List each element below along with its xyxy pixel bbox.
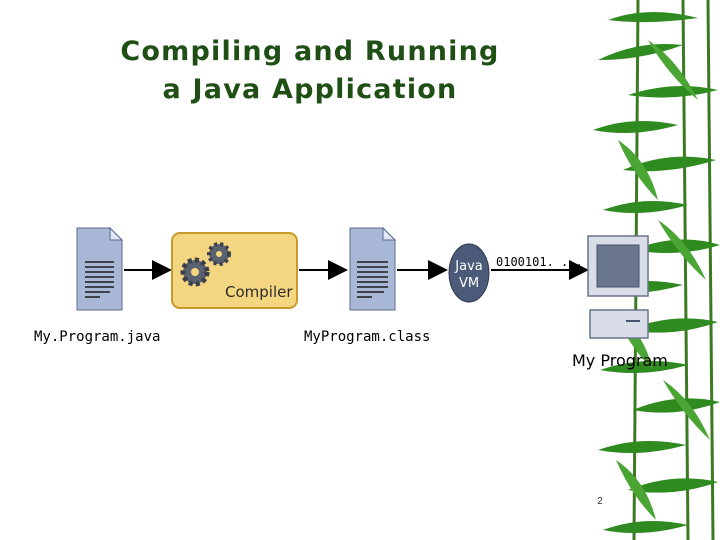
jvm-node: Java VM bbox=[448, 243, 490, 303]
page-number: 2 bbox=[597, 496, 603, 507]
compiler-box: Compiler bbox=[171, 232, 298, 309]
bamboo-decoration bbox=[593, 0, 720, 540]
source-document-icon bbox=[76, 226, 124, 311]
compiler-label: Compiler bbox=[225, 283, 293, 301]
source-file-label: My.Program.java bbox=[34, 329, 160, 345]
jvm-label-line1: Java bbox=[454, 259, 482, 274]
class-document-icon bbox=[349, 226, 397, 311]
title-line-2: a Java Application bbox=[162, 74, 458, 105]
computer-icon bbox=[587, 235, 649, 339]
title-line-1: Compiling and Running bbox=[120, 36, 500, 67]
bytecode-label: 0100101. . . bbox=[496, 255, 583, 269]
slide-title: Compiling and Running a Java Application bbox=[60, 33, 560, 109]
jvm-label-line2: VM bbox=[459, 276, 479, 291]
computer-label: My Program bbox=[572, 351, 668, 370]
gears-icon bbox=[180, 242, 231, 287]
class-file-label: MyProgram.class bbox=[304, 329, 430, 345]
